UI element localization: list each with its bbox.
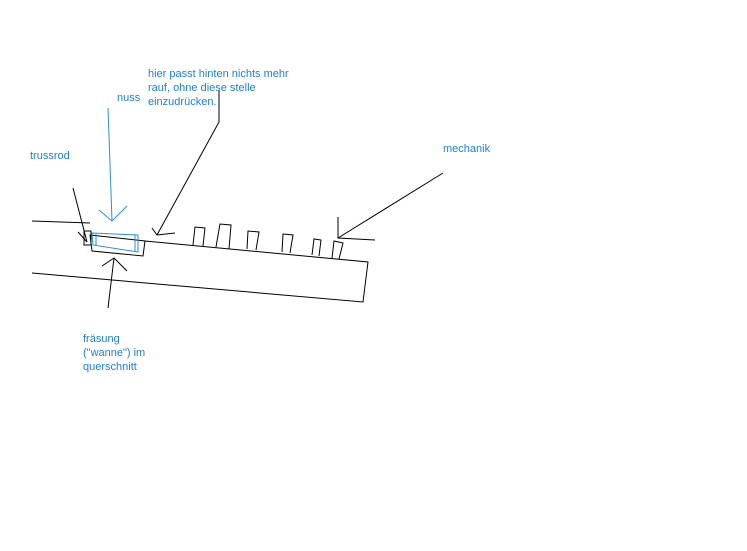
hint-line-3: einzudrücken.: [148, 96, 217, 108]
fraesung-line-1: fräsung: [83, 333, 120, 345]
neck-outline: [31, 220, 369, 303]
fraesung-arrow: [101, 257, 128, 309]
fraesung-label: fräsung ("wanne") im querschnitt: [83, 332, 145, 374]
fraesung-line-3: querschnitt: [83, 361, 137, 373]
nuss-arrow: [98, 107, 128, 222]
trussrod-arrow: [72, 187, 92, 246]
nuss-label: nuss: [117, 92, 141, 104]
hint-line-1: hier passt hinten nichts mehr: [148, 68, 289, 80]
trussrod-label: trussrod: [30, 150, 70, 162]
hint-arrow: [151, 90, 220, 236]
hint-label: hier passt hinten nichts mehr rauf, ohne…: [148, 67, 289, 109]
fraesung-channel: [89, 234, 146, 257]
nut: [91, 232, 139, 253]
mechanik-label: mechanik: [443, 143, 491, 155]
hint-line-2: rauf, ohne diese stelle: [148, 82, 256, 94]
fraesung-line-2: ("wanne") im: [83, 347, 146, 359]
mechanik-arrow: [337, 172, 444, 241]
tuners: [192, 223, 344, 260]
